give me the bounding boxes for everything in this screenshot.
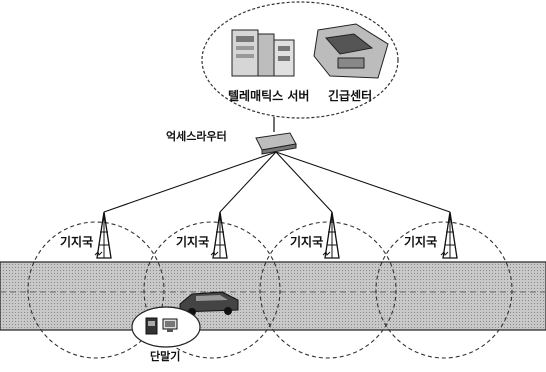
base-station-label: 기지국 [60, 234, 93, 249]
telematics-server-icon [232, 30, 294, 76]
base-station-tower-icon [441, 212, 457, 258]
emergency-center-icon [314, 24, 388, 78]
base-station-tower-icon [211, 212, 227, 258]
access-router-label: 억세스라우터 [166, 129, 227, 143]
base-station-label: 기지국 [290, 234, 323, 249]
base-station-tower-icon [95, 212, 111, 258]
base-station-label: 기지국 [176, 234, 209, 249]
base-station-label: 기지국 [404, 234, 437, 249]
emergency-center-label: 긴급센터 [328, 88, 372, 103]
terminal-label: 단말기 [150, 349, 180, 363]
telematics-server-label: 텔레매틱스 서버 [228, 88, 309, 103]
access-router-icon [256, 133, 296, 154]
router-tower-links [104, 152, 450, 212]
base-station-tower-icon [323, 212, 339, 258]
